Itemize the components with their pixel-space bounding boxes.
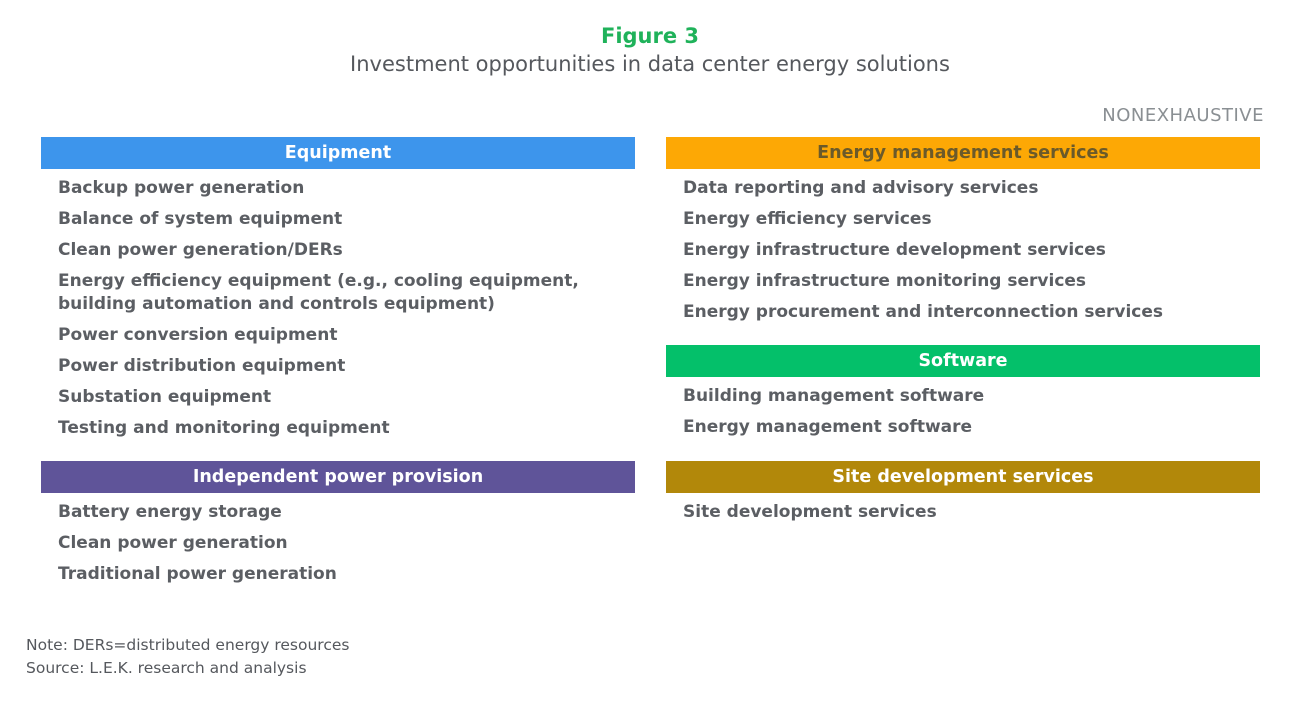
section-title: Site development services xyxy=(832,467,1094,487)
section-title: Software xyxy=(918,351,1008,371)
figure-label: Figure 3 xyxy=(600,24,700,48)
section-title: Independent power provision xyxy=(192,467,484,487)
figure-title: Investment opportunities in data center … xyxy=(350,52,950,76)
list-item: Energy infrastructure development servic… xyxy=(683,240,1106,260)
list-item: Backup power generation xyxy=(58,178,305,198)
list-item: Building management software xyxy=(683,386,985,406)
section-software: Software Building management software En… xyxy=(666,345,1260,439)
item-list: Data reporting and advisory services Ene… xyxy=(666,177,1260,324)
list-item: Energy efficiency equipment (e.g., cooli… xyxy=(58,271,579,314)
section-energy-management: Energy management services Data reportin… xyxy=(666,137,1260,324)
section-independent-power: Independent power provision Battery ener… xyxy=(41,461,635,586)
item-list: Battery energy storage Clean power gener… xyxy=(41,501,635,586)
section-header-energy-management: Energy management services xyxy=(666,137,1260,169)
section-header-independent-power: Independent power provision xyxy=(41,461,635,493)
list-item: Power distribution equipment xyxy=(58,356,346,376)
list-item: Battery energy storage xyxy=(58,502,282,522)
section-site-development: Site development services Site developme… xyxy=(666,461,1260,524)
footnote-note: Note: DERs=distributed energy resources xyxy=(26,636,350,654)
section-title: Equipment xyxy=(284,143,392,163)
list-item: Clean power generation xyxy=(58,533,288,553)
section-equipment: Equipment Backup power generation Balanc… xyxy=(41,137,635,440)
section-header-site-development: Site development services xyxy=(666,461,1260,493)
section-header-equipment: Equipment xyxy=(41,137,635,169)
list-item: Energy infrastructure monitoring service… xyxy=(683,271,1087,291)
list-item: Substation equipment xyxy=(58,387,272,407)
list-item: Clean power generation/DERs xyxy=(58,240,343,260)
list-item: Testing and monitoring equipment xyxy=(58,418,390,438)
list-item: Energy management software xyxy=(683,417,973,437)
list-item: Traditional power generation xyxy=(58,564,337,584)
nonexhaustive-tag: NONEXHAUSTIVE xyxy=(1102,105,1264,126)
list-item: Energy procurement and interconnection s… xyxy=(683,302,1164,322)
list-item: Power conversion equipment xyxy=(58,325,338,345)
section-header-software: Software xyxy=(666,345,1260,377)
footnote-source: Source: L.E.K. research and analysis xyxy=(26,659,307,677)
section-title: Energy management services xyxy=(817,143,1109,163)
list-item: Balance of system equipment xyxy=(58,209,343,229)
item-list: Building management software Energy mana… xyxy=(666,385,1260,439)
list-item: Energy efficiency services xyxy=(683,209,932,229)
item-list: Site development services xyxy=(666,501,1260,524)
item-list: Backup power generation Balance of syste… xyxy=(41,177,635,440)
list-item: Data reporting and advisory services xyxy=(683,178,1039,198)
list-item: Site development services xyxy=(683,502,937,522)
